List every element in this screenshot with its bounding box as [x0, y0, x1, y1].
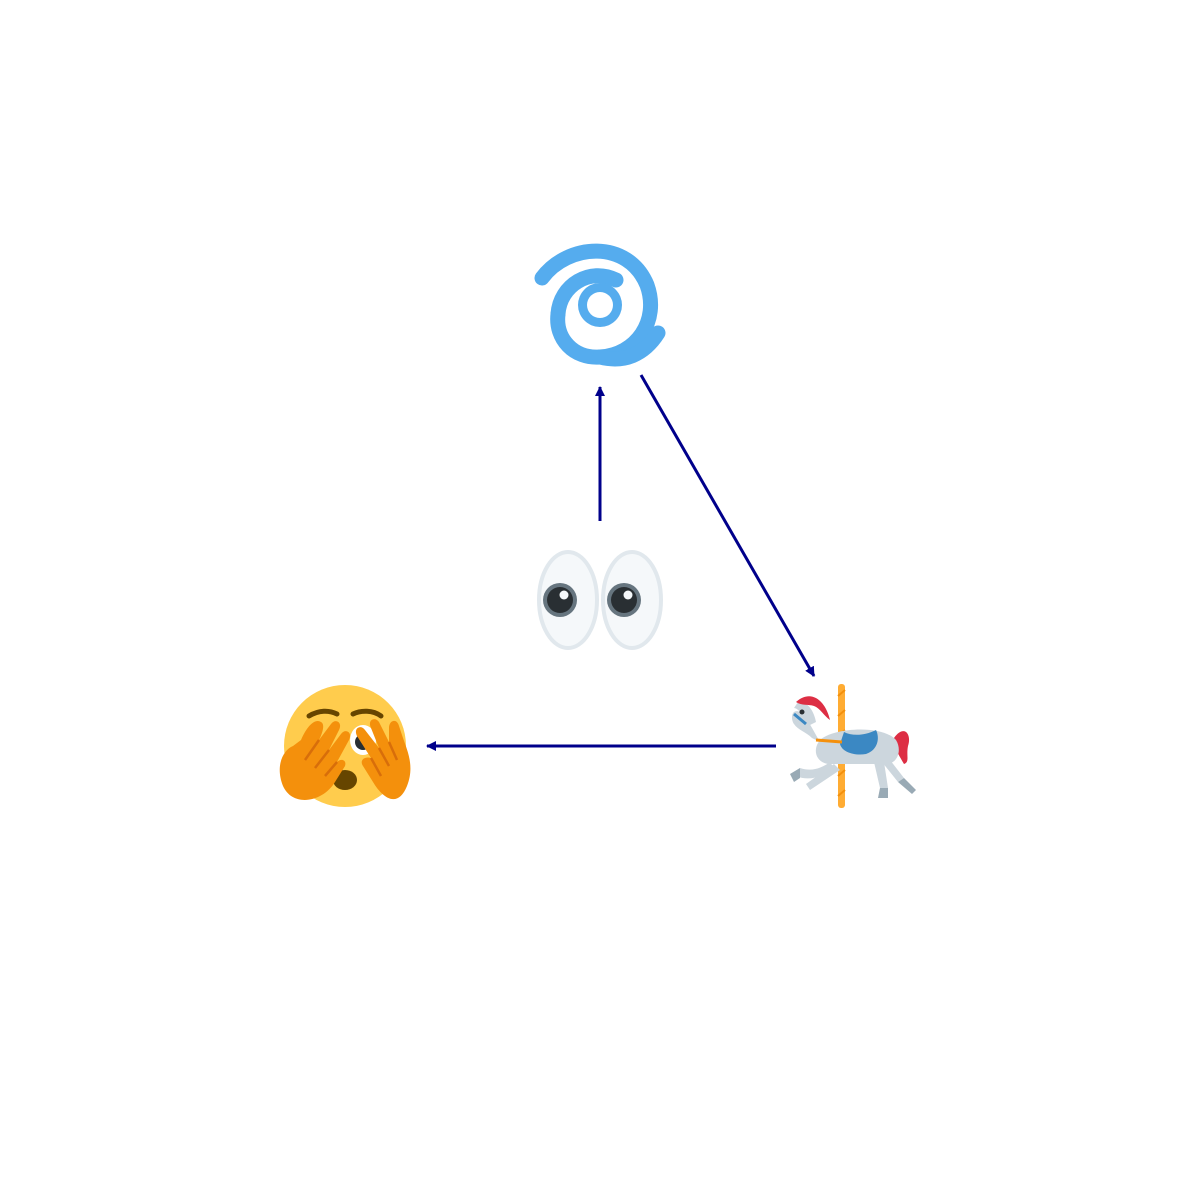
carousel-horse-icon [790, 684, 916, 808]
cyclone-icon [534, 243, 666, 367]
eyes-icon [537, 550, 663, 650]
face-peeking-through-hands-icon [279, 685, 411, 807]
edges [426, 374, 816, 751]
edge-cyclone-to-carousel [639, 374, 816, 677]
